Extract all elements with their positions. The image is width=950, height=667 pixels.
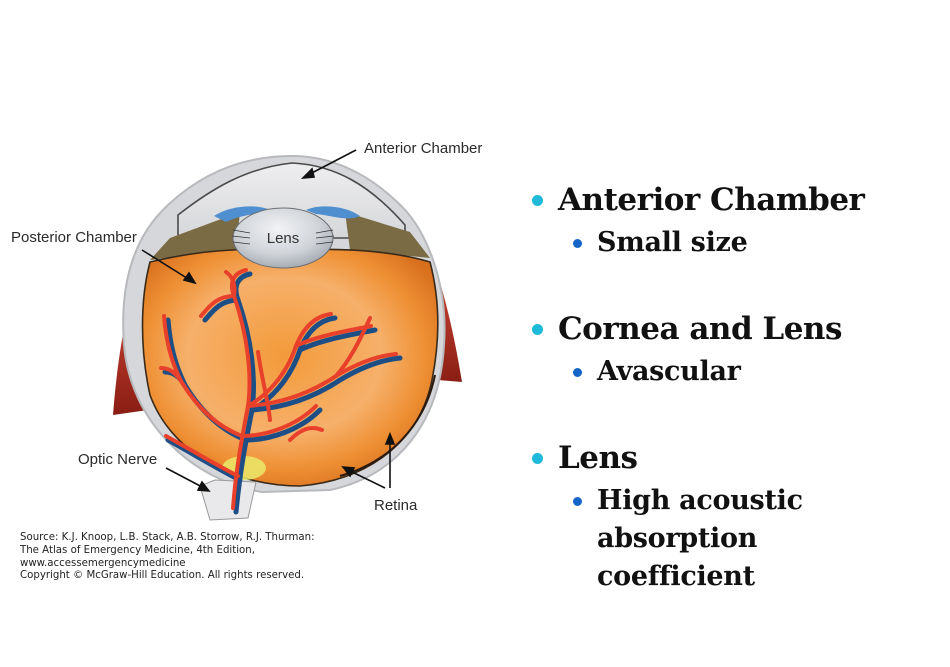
source-line: Source: K.J. Knoop, L.B. Stack, A.B. Sto… — [20, 532, 315, 543]
lens — [232, 207, 334, 269]
optic-nerve — [199, 479, 257, 521]
bullet-level2: Small size — [530, 224, 930, 261]
bullet-level1: Lens — [530, 438, 930, 478]
bullet-group-cornea-lens: Cornea and Lens Avascular — [530, 309, 930, 390]
bullet-dot-icon — [573, 497, 582, 506]
bullet-dot-icon — [532, 195, 543, 206]
posterior-chamber-label: Posterior Chamber — [11, 229, 137, 246]
bullet-text: Avascular — [597, 356, 741, 387]
label-arrows — [141, 149, 396, 492]
bullet-dot-icon — [532, 324, 543, 335]
eye-anatomy-diagram: Lens — [11, 140, 482, 521]
bullet-level2: Avascular — [530, 353, 930, 390]
iris-right — [306, 206, 360, 219]
source-line: www.accessemergencymedicine — [20, 557, 186, 569]
bullet-text: Cornea and Lens — [558, 311, 842, 347]
bullet-text: High acoustic absorption coefficient — [597, 485, 803, 592]
bullet-level2: High acoustic absorption coefficient — [530, 482, 930, 596]
bullet-text: Small size — [597, 227, 748, 258]
retinal-veins — [162, 271, 403, 515]
bullet-list: Anterior Chamber Small size Cornea and L… — [530, 180, 930, 596]
bullet-level1: Anterior Chamber — [530, 180, 930, 220]
source-line: Copyright © McGraw-Hill Education. All r… — [20, 570, 305, 582]
ciliary-body-left — [150, 212, 240, 260]
bullet-text: Lens — [558, 440, 638, 476]
retina-label: Retina — [374, 497, 418, 514]
anterior-chamber-label: Anterior Chamber — [364, 140, 482, 157]
bullet-level1: Cornea and Lens — [530, 309, 930, 349]
bullet-dot-icon — [573, 239, 582, 248]
ciliary-body-right — [345, 212, 430, 258]
bullet-dot-icon — [532, 453, 543, 464]
bullet-dot-icon — [573, 368, 582, 377]
optic-nerve-label: Optic Nerve — [78, 451, 157, 468]
bullet-text: Anterior Chamber — [558, 182, 865, 218]
source-line: The Atlas of Emergency Medicine, 4th Edi… — [20, 544, 255, 556]
source-citation: Source: K.J. Knoop, L.B. Stack, A.B. Sto… — [20, 532, 315, 583]
lens-label: Lens — [267, 230, 300, 247]
bullet-group-anterior-chamber: Anterior Chamber Small size — [530, 180, 930, 261]
bullet-group-lens: Lens High acoustic absorption coefficien… — [530, 438, 930, 596]
retina-line — [339, 374, 436, 477]
iris-left — [214, 206, 270, 222]
retinal-arteries — [159, 268, 398, 510]
